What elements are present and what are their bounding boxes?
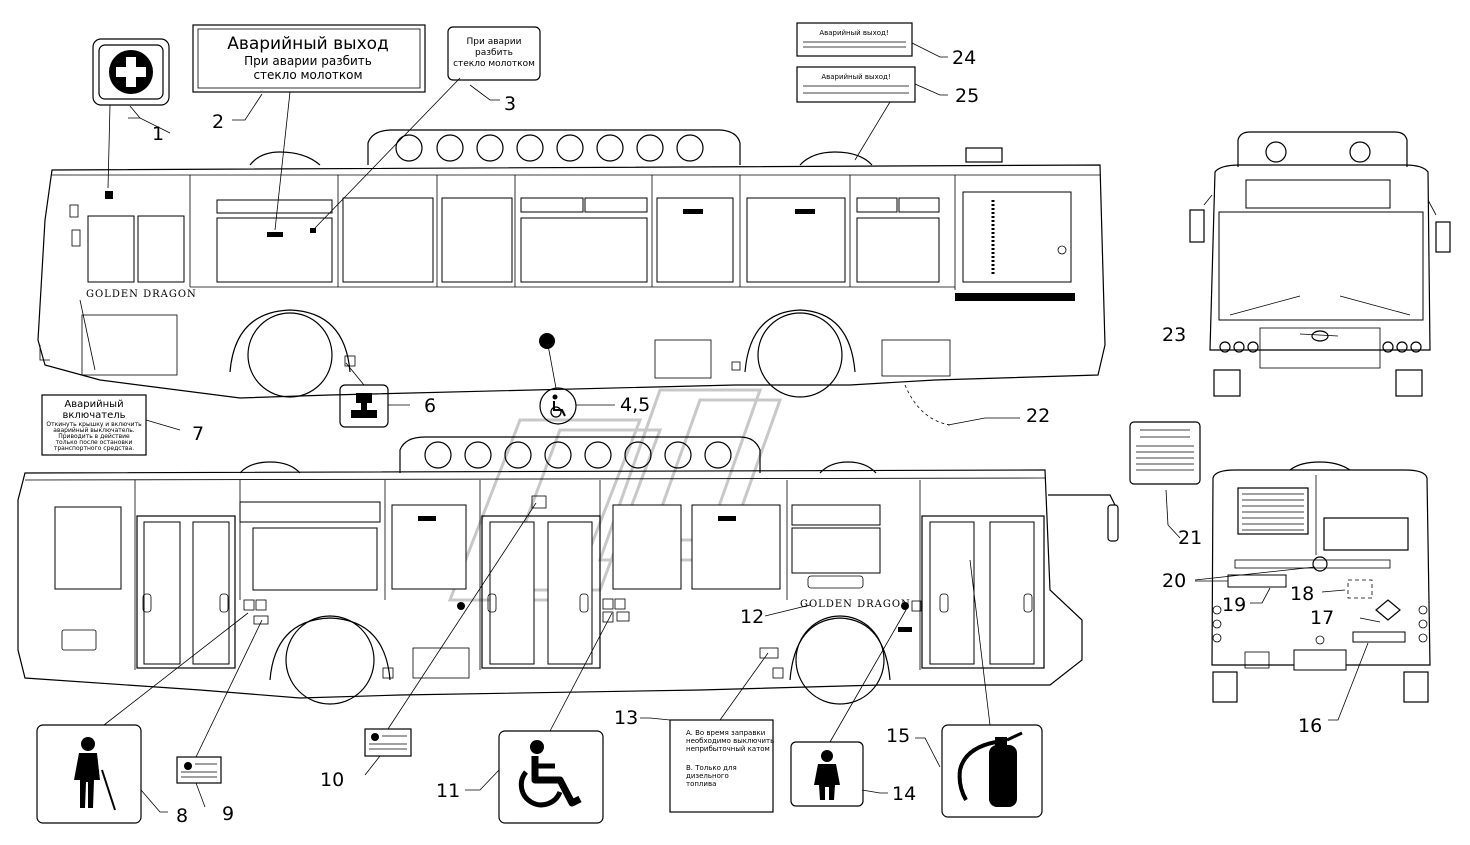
hammer-sign	[339, 384, 389, 428]
roof-ac-fans	[395, 134, 704, 162]
small-exit-line3: стекло молотком	[453, 59, 535, 69]
headlights-right	[1382, 341, 1422, 353]
small-wheelchair-sign	[539, 387, 577, 425]
sign-21-text-plate	[1129, 421, 1201, 485]
fire-extinguisher-sign	[941, 724, 1043, 818]
sign-10-plate	[364, 728, 412, 757]
callout-10: 10	[320, 769, 344, 791]
small-exit-sign: При аварии разбить стекло молотком	[447, 26, 541, 81]
callout-15: 15	[886, 725, 910, 747]
emergency-exit-title: Аварийный выход	[227, 34, 389, 54]
emergency-exit-line2: При аварии разбить	[244, 54, 372, 68]
emergency-exit-sign: Аварийный выход При аварии разбить стекл…	[192, 24, 426, 93]
callout-3: 3	[504, 93, 516, 115]
callout-16: 16	[1298, 715, 1322, 737]
small-exit-line2: разбить	[475, 48, 513, 58]
child-icon	[814, 750, 840, 800]
callout-25: 25	[955, 85, 979, 107]
fuel-a-line2: необходимо выключить	[686, 737, 774, 745]
brand-side: GOLDEN DRAGON	[800, 599, 911, 610]
callout-21: 21	[1178, 527, 1202, 549]
emergency-switch-text3: Приводить в действие	[58, 433, 130, 440]
sign-9-plate	[176, 756, 222, 784]
callout-1: 1	[152, 123, 164, 145]
hammer-icon	[351, 393, 377, 418]
callout-14: 14	[892, 783, 916, 805]
child-sign	[790, 741, 864, 807]
callout-12: 12	[740, 606, 764, 628]
emergency-switch-text2: аварийный выключатель.	[53, 427, 135, 434]
door-middle-right	[481, 515, 601, 669]
roof-hatch2-label: Аварийный выход!	[821, 73, 890, 81]
brand-front: GOLDEN DRAGON	[86, 289, 197, 300]
wheel-rear-right	[789, 615, 891, 705]
wheel-front-left	[229, 309, 351, 398]
emergency-switch-text1: Откинуть крышку и включить	[46, 421, 142, 428]
fuel-a-line3: неприбыточный катом	[686, 745, 770, 753]
callout-23: 23	[1162, 324, 1186, 346]
callout-19: 19	[1222, 594, 1246, 616]
cross-icon	[109, 50, 153, 94]
bus-right-side-view: GOLDEN DRAGON	[17, 436, 1351, 705]
emergency-exit-line3: стекло молотком	[253, 68, 362, 82]
wheel-rear-left	[744, 309, 856, 398]
bus-rear-view	[1211, 469, 1431, 703]
callout-6: 6	[424, 395, 436, 417]
wheelchair-icon	[518, 740, 582, 808]
roof-ac-fans-2	[424, 441, 732, 469]
callout-22: 22	[1026, 405, 1050, 427]
bus-front-view	[1189, 131, 1451, 397]
roof-hatch-sign-25: Аварийный выход!	[796, 66, 916, 103]
fuel-b-line3: топлива	[686, 780, 716, 788]
small-hammer-decal	[344, 355, 356, 367]
callout-24: 24	[952, 47, 976, 69]
door-front-right	[136, 515, 236, 669]
emergency-switch-text4: только после остановки	[56, 439, 133, 446]
leader-lines	[79, 42, 1381, 813]
elderly-person-sign	[36, 724, 142, 824]
door-rear-right	[921, 515, 1045, 669]
callout-20: 20	[1162, 570, 1186, 592]
fuel-b-line2: дизельного	[686, 772, 729, 780]
fire-extinguisher-icon	[957, 731, 1023, 807]
roof-hatch-label: Аварийный выход!	[819, 29, 888, 37]
callout-2: 2	[212, 111, 224, 133]
callout-4-5: 4,5	[620, 394, 650, 416]
emergency-switch-line2: включатель	[62, 410, 125, 421]
callout-11: 11	[436, 780, 460, 802]
wheelchair-sign	[498, 730, 604, 824]
wheelchair-icon	[550, 394, 566, 418]
callout-9: 9	[222, 803, 234, 825]
callout-18: 18	[1290, 583, 1314, 605]
callout-7: 7	[192, 423, 204, 445]
callout-numbers: 1 2 3 4,5 6 7 8 9 10 11 12 13 14 15 16 1…	[152, 47, 1334, 827]
callout-13: 13	[614, 707, 638, 729]
roof-hatch-sign-24: Аварийный выход!	[796, 22, 913, 57]
wheel-front-right	[269, 615, 391, 705]
emergency-switch-line1: Аварийный	[64, 399, 123, 410]
small-exit-line1: При аварии	[467, 37, 522, 47]
callout-8: 8	[176, 805, 188, 827]
fuel-a-line1: A. Во время заправки	[686, 729, 765, 737]
fuel-sign: A. Во время заправки необходимо выключит…	[669, 719, 774, 813]
rear-grille	[1242, 493, 1304, 531]
first-aid-sign	[92, 38, 170, 106]
fuel-b-line1: B. Только для	[686, 764, 737, 772]
emergency-switch-text5: транспортного средства.	[54, 445, 134, 452]
elderly-person-icon	[74, 737, 116, 811]
emergency-switch-sign: Аварийный включатель Откинуть крышку и в…	[41, 394, 147, 456]
headlights-left	[1219, 341, 1259, 353]
callout-17: 17	[1310, 607, 1334, 629]
bus-left-side-view: GOLDEN DRAGON	[37, 129, 1106, 426]
